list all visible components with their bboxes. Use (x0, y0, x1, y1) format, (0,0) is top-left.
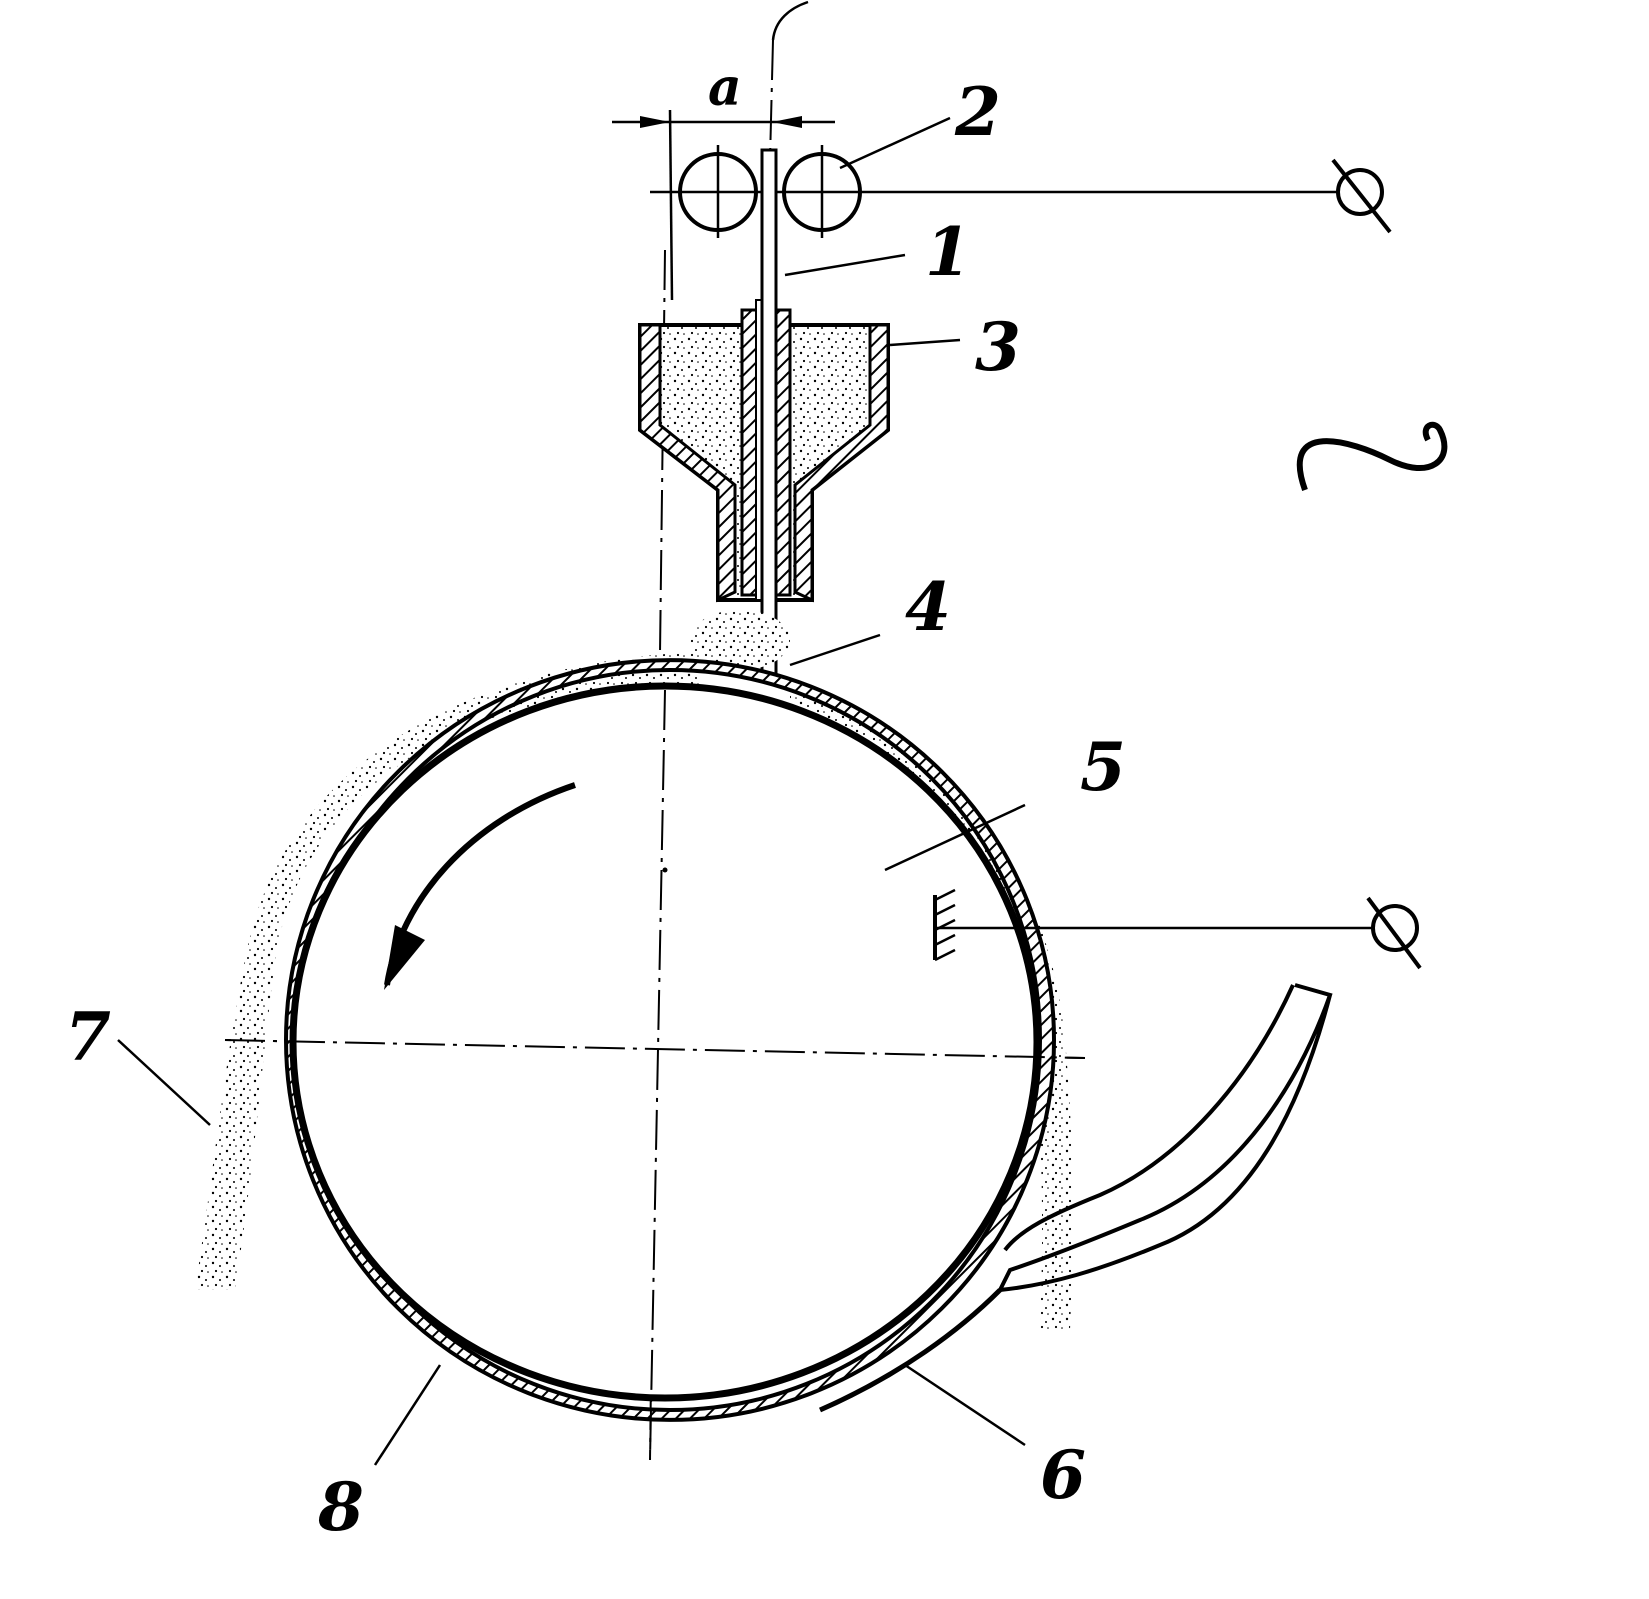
leader-5 (884, 803, 1026, 872)
label-3: 3 (975, 308, 1021, 386)
label-5: 5 (1080, 728, 1126, 806)
dimension-a (612, 109, 835, 301)
label-1: 1 (925, 213, 971, 291)
leader-4 (789, 633, 881, 667)
label-7: 7 (65, 998, 111, 1076)
label-8: 8 (317, 1468, 364, 1546)
terminal-icon (1331, 158, 1392, 234)
electrode-wire (760, 148, 778, 682)
label-a: a (708, 57, 742, 118)
label-6: 6 (1040, 1436, 1086, 1514)
leader-2 (839, 116, 951, 170)
leader-8 (373, 1364, 442, 1466)
rotation-arrow-icon (384, 782, 576, 990)
leader-7 (117, 1039, 211, 1126)
label-4: 4 (905, 568, 951, 646)
strip (818, 983, 1333, 1413)
ground-icon (933, 888, 1375, 962)
leader-6 (904, 1363, 1026, 1447)
leader-1 (784, 253, 906, 277)
terminal-icon (1366, 896, 1422, 970)
feed-rollers (650, 145, 1338, 238)
label-2: 2 (954, 73, 1001, 151)
ac-symbol-icon (1296, 421, 1448, 492)
flux-stream (690, 610, 790, 670)
leader-3 (889, 338, 961, 347)
workpiece-drum (224, 682, 1086, 1461)
